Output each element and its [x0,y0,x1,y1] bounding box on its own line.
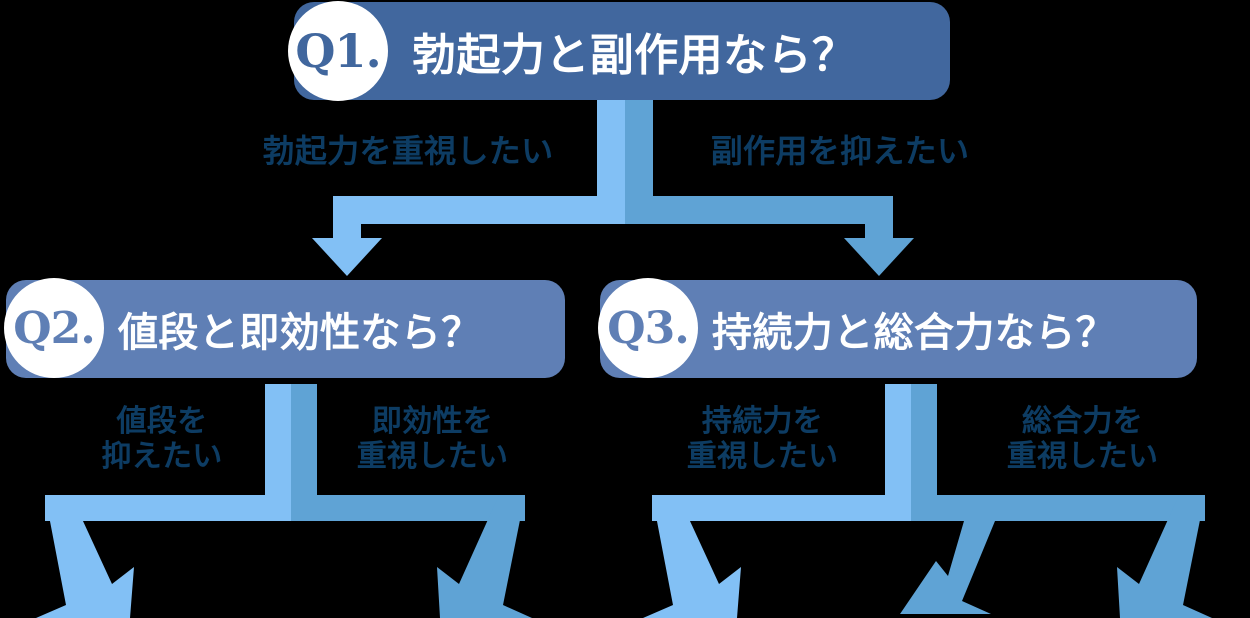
branch-label-q1-left: 勃起力を重視したい [262,132,554,170]
question-text-q1: 勃起力と副作用なら？ [412,30,857,81]
question-box-q3[interactable]: 持続力と総合力なら？ [600,280,1197,378]
arrow-q3-right-outcomes [900,384,1212,618]
question-badge-q1-label: Q1. [295,24,381,78]
question-text-q3: 持続力と総合力なら？ [712,310,1116,356]
arrow-q2-right-outcome [291,384,532,618]
question-text-q2: 値段と即効性なら？ [118,310,482,356]
question-badge-q2-label: Q2. [13,302,96,354]
branch-label-q2-left: 値段を 抑えたい [101,404,223,475]
branch-label-q3-left: 持続力を 重視したい [686,404,839,475]
branch-label-q3-right: 総合力を 重視したい [1006,404,1159,475]
question-box-q1[interactable]: 勃起力と副作用なら？ [294,2,950,100]
question-badge-q3: Q3. [598,278,698,378]
question-badge-q1: Q1. [288,1,388,101]
branch-label-q1-right: 副作用を抑えたい [710,132,970,170]
arrow-q2-left-outcome [36,384,291,618]
arrow-q1-to-q3 [625,100,914,276]
arrow-q1-to-q2 [312,100,625,276]
arrow-q3-left-outcome [643,384,911,618]
branch-label-q2-right: 即効性を 重視したい [356,404,509,475]
question-badge-q3-label: Q3. [607,302,690,354]
question-badge-q2: Q2. [4,278,104,378]
